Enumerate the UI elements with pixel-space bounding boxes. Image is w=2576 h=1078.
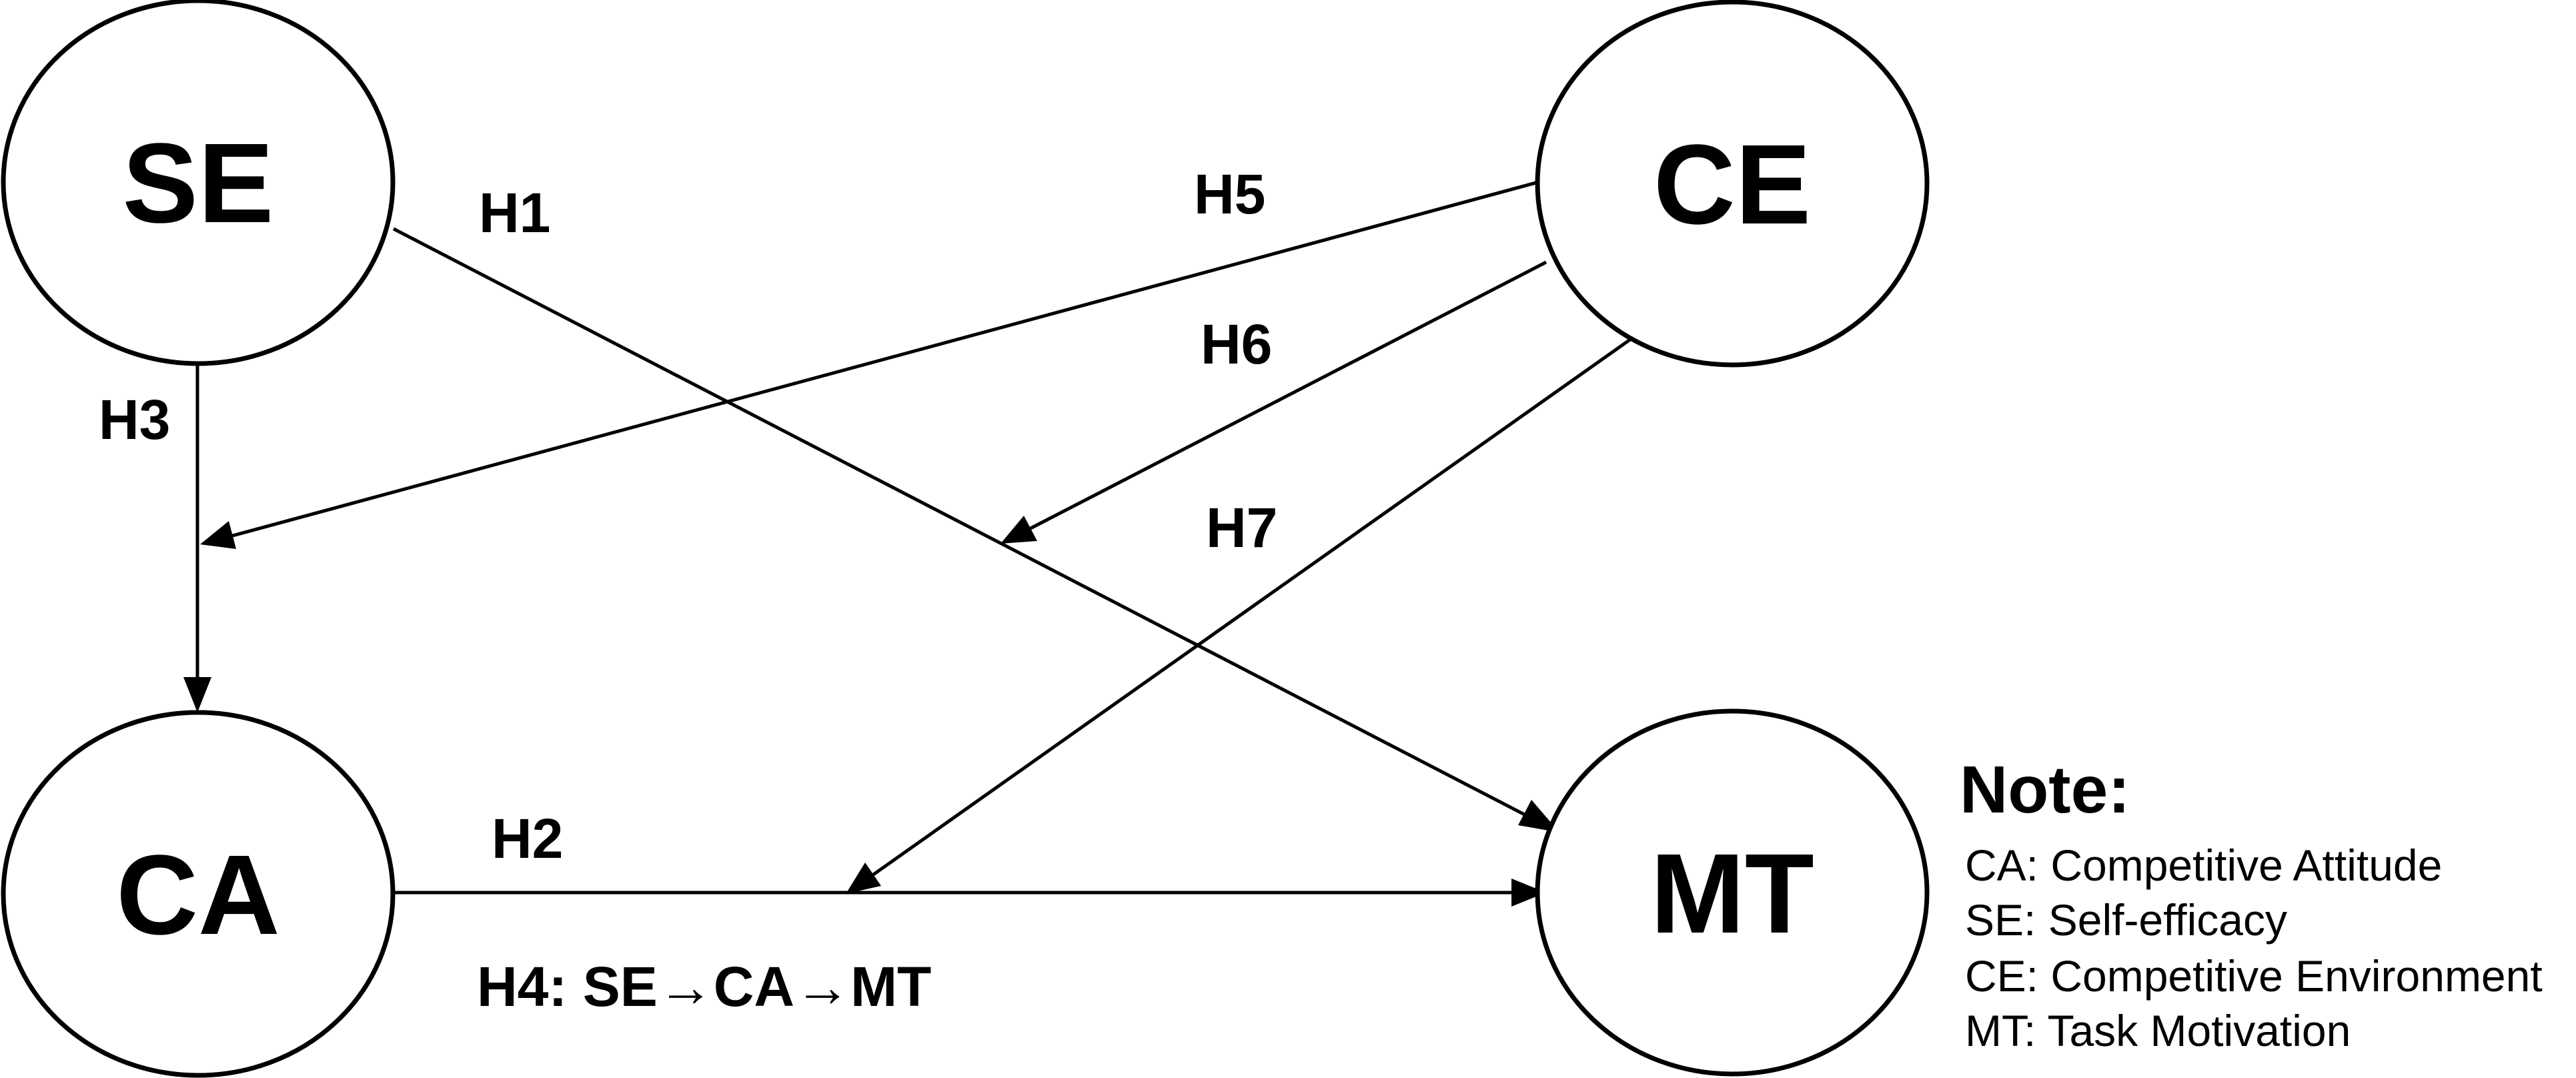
node-ca-label: CA xyxy=(116,832,280,959)
edge-se-to-mt xyxy=(392,227,1532,820)
arrow-head-ca-to-mt xyxy=(1511,879,1546,907)
node-mt-circle xyxy=(1535,708,1930,1077)
edge-ce-to-h1-path xyxy=(1029,260,1547,530)
note-title: Note: xyxy=(1960,752,2130,827)
node-ce-circle xyxy=(1535,0,1930,368)
node-se: SE xyxy=(1,0,396,366)
node-ce-label: CE xyxy=(1654,121,1811,248)
label-h6: H6 xyxy=(1201,313,1272,376)
node-ca-circle xyxy=(1,710,396,1078)
node-ca: CA xyxy=(1,710,396,1078)
edge-ce-to-h3-path xyxy=(229,179,1541,538)
label-h2: H2 xyxy=(492,807,563,870)
arrow-head-se-to-mt xyxy=(1518,800,1559,833)
arrow-head-ce-to-h3-path xyxy=(200,521,236,549)
label-h4-mediation: H4: SE→CA→MT xyxy=(477,955,931,1018)
node-se-circle xyxy=(1,0,396,366)
arrow-head-ce-to-h1-path xyxy=(1001,516,1037,544)
note-item-ce: CE: Competitive Environment xyxy=(1965,951,2543,1001)
note-item-se: SE: Self-efficacy xyxy=(1965,895,2287,945)
note-item-ca: CA: Competitive Attitude xyxy=(1965,841,2442,890)
arrow-head-se-to-ca xyxy=(183,677,211,712)
node-mt: MT xyxy=(1535,708,1930,1077)
note-legend: Note: CA: Competitive Attitude SE: Self-… xyxy=(1960,752,2543,1055)
node-se-label: SE xyxy=(123,120,274,247)
note-item-mt: MT: Task Motivation xyxy=(1965,1006,2351,1055)
node-mt-label: MT xyxy=(1650,831,1814,957)
node-ce: CE xyxy=(1535,0,1930,368)
label-h3: H3 xyxy=(99,388,170,451)
edge-ce-to-h2-path xyxy=(871,338,1632,877)
label-h1: H1 xyxy=(479,181,550,244)
arrow-head-ce-to-h2-path xyxy=(846,863,881,894)
label-h7: H7 xyxy=(1206,496,1277,559)
label-h5: H5 xyxy=(1194,163,1265,225)
